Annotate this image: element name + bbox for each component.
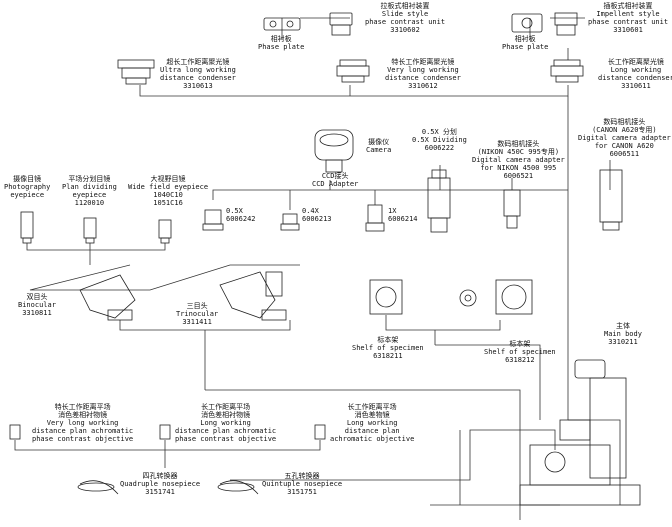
nikon-adapter-label: 数码相机接头(NIKON 450C 995专用)Digital camera a… bbox=[472, 140, 565, 180]
phase-plate-icon bbox=[263, 17, 301, 31]
canon-adapter-label: 数码相机接头(CANON A620专用)Digital camera adapt… bbox=[578, 118, 671, 158]
